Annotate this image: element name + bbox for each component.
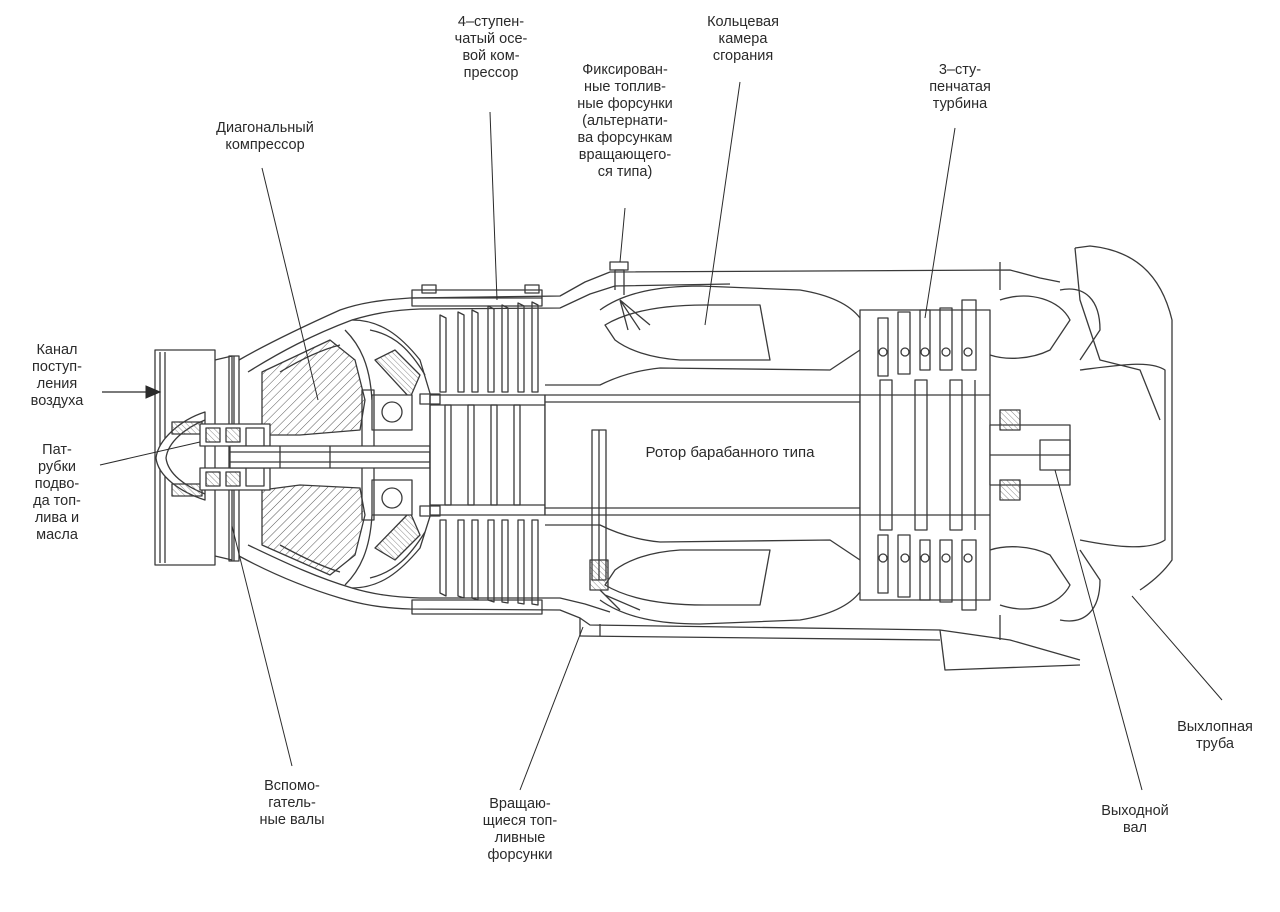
- diffuser: [351, 319, 433, 589]
- label-drum-rotor: Ротор барабанного типа: [645, 444, 815, 461]
- leader-exhaust-pipe: [1131, 595, 1223, 701]
- leader-combustion-chamber: [704, 81, 741, 326]
- combustion-chamber-upper: [545, 261, 881, 386]
- leader-diagonal-compressor: [261, 167, 319, 401]
- output-shaft: [989, 409, 1071, 501]
- label-fuel-oil-pipes: Пат- рубки подво- да топ- лива и масла: [33, 442, 81, 543]
- diagonal-compressor-rotor: [261, 329, 373, 586]
- label-rotating-nozzles: Вращаю- щиеся топ- ливные форсунки: [482, 796, 558, 863]
- leader-auxiliary-shafts: [231, 525, 293, 767]
- label-diagonal-compressor: Диагональный компрессор: [216, 120, 314, 153]
- label-fixed-nozzles: Фиксирован- ные топлив- ные форсунки (ал…: [577, 62, 673, 180]
- label-output-shaft: Выходной вал: [1101, 803, 1169, 836]
- label-exhaust-pipe: Выхлопная труба: [1177, 719, 1253, 752]
- label-turbine-3stage: 3–сту- пенчатая турбина: [929, 62, 991, 112]
- front-bearing-housing: [199, 389, 413, 521]
- exhaust-pipe: [989, 245, 1173, 640]
- leader-output-shaft: [1054, 469, 1143, 791]
- leader-compressor-4stage: [489, 111, 498, 301]
- label-combustion-chamber: Кольцевая камера сгорания: [707, 14, 779, 64]
- air-inlet-arrow: [102, 385, 162, 399]
- label-compressor-4stage: 4–ступен- чатый осе- вой ком- прессор: [454, 14, 528, 81]
- leader-rotating-nozzles: [519, 626, 584, 791]
- combustion-chamber-lower: [545, 524, 881, 625]
- leader-turbine-3stage: [924, 127, 956, 319]
- leader-fixed-nozzles: [619, 207, 626, 263]
- axial-compressor: [429, 301, 546, 606]
- turbine: [859, 299, 991, 611]
- leader-fuel-oil-pipes: [99, 441, 201, 466]
- label-auxiliary-shafts: Вспомо- гатель- ные валы: [259, 778, 325, 828]
- label-air-inlet: Канал поступ- ления воздуха: [30, 342, 84, 409]
- nose-cone: [155, 411, 206, 501]
